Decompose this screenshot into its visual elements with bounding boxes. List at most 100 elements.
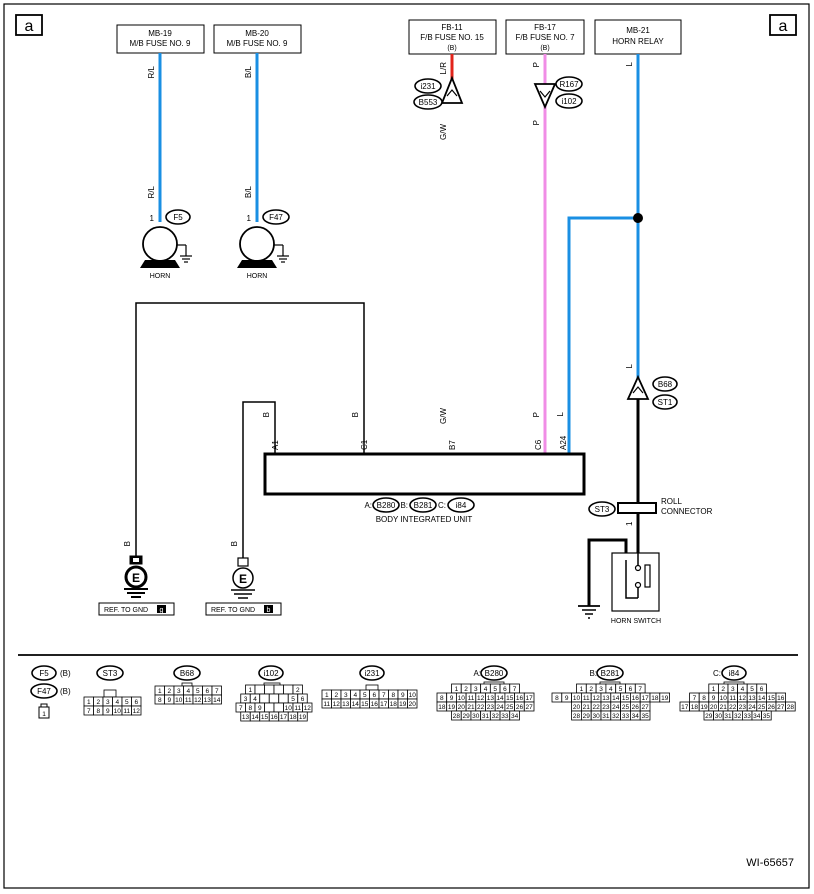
connector-pin-number: 22 xyxy=(477,704,485,711)
connector-oval-i231 xyxy=(414,78,442,94)
connector-pin-number: 12 xyxy=(477,695,485,702)
bcm-label: BODY INTEGRATED UNIT xyxy=(376,515,473,524)
connector-pin-number: 10 xyxy=(175,697,183,704)
connector-pin-number: 10 xyxy=(409,692,417,699)
fuse-box-mb19: MB-19 M/B FUSE NO. 9 xyxy=(116,24,205,54)
connector-pin-number: 20 xyxy=(573,704,581,711)
connector-pin-number: 5 xyxy=(196,688,200,695)
fuse-box-mb20: MB-20 M/B FUSE NO. 9 xyxy=(213,24,302,54)
connector-pin-cell xyxy=(259,693,270,704)
ground-g-badge: g xyxy=(160,607,164,614)
connector-pin-number: 29 xyxy=(705,713,713,720)
connector-pin-number: 16 xyxy=(777,695,785,702)
connector-pin-number: 13 xyxy=(204,697,212,704)
connector-pin-number: 24 xyxy=(612,704,620,711)
connector-pin-number: 31 xyxy=(724,713,732,720)
connector-pin-number: 25 xyxy=(506,704,514,711)
ground-g-text: REF. TO GND xyxy=(104,607,148,614)
connector-pin-number: 16 xyxy=(516,695,524,702)
connector-label-b280: B280 xyxy=(377,501,396,510)
corner-marker-right: a xyxy=(769,14,797,36)
connector-pin-number: 27 xyxy=(777,704,785,711)
fuse-box-mb21: MB-21 HORN RELAY xyxy=(594,19,682,55)
connector-label-st3: ST3 xyxy=(595,505,610,514)
connector-pin-number: 12 xyxy=(592,695,600,702)
connector-pin-number: 7 xyxy=(693,695,697,702)
wire-label-b7: G/W xyxy=(439,408,448,424)
connector-pin-number: 3 xyxy=(106,699,110,706)
connector-pin-cell xyxy=(264,702,275,713)
connector-oval-st1 xyxy=(652,394,678,410)
connector-pin-number: 5 xyxy=(291,696,295,703)
wire-label-fb17-bot: P xyxy=(532,120,541,125)
connector-pin-number: 31 xyxy=(602,713,610,720)
connector-pin-number: 28 xyxy=(453,713,461,720)
connector-label-i102: i102 xyxy=(561,97,577,106)
connector-pin-number: 9 xyxy=(167,697,171,704)
legend-f5-f47: F5 (B) F47 (B) 1 xyxy=(30,665,71,719)
connector-pin-number: 11 xyxy=(294,705,301,712)
svg-text:E: E xyxy=(239,572,247,586)
fuse-box-fb17: FB-17 F/B FUSE NO. 7 (B) xyxy=(505,19,585,55)
connector-pin-number: 4 xyxy=(186,688,190,695)
connector-pin-number: 2 xyxy=(589,686,593,693)
connector-pin-cell xyxy=(297,711,308,722)
horn-1-pin: 1 xyxy=(150,214,155,223)
connector-pin-cell xyxy=(785,701,796,712)
connector-pin-number: 17 xyxy=(681,704,689,711)
wire-label-gnd2: B xyxy=(230,541,239,546)
connector-pin-number: 17 xyxy=(526,695,534,702)
connector-pin-number: 33 xyxy=(501,713,509,720)
connector-pin-number: 10 xyxy=(114,708,122,715)
connector-pin-number: 15 xyxy=(361,701,369,708)
wire-label-mb21-top: L xyxy=(625,61,634,66)
connector-pin-number: 30 xyxy=(472,713,480,720)
svg-text:E: E xyxy=(132,571,140,585)
connector-pin-number: 21 xyxy=(467,704,475,711)
connector-pin-number: 2 xyxy=(296,687,300,694)
fuse-mb19-line2: M/B FUSE NO. 9 xyxy=(130,39,191,48)
wire-label-mb20-top: B/L xyxy=(244,65,253,78)
ground-b-badge: b xyxy=(267,607,271,614)
connector-pin-number: 6 xyxy=(205,688,209,695)
connector-pin-number: 34 xyxy=(511,713,519,720)
fuse-mb19-line1: MB-19 xyxy=(148,29,172,38)
connector-pin-number: 32 xyxy=(734,713,742,720)
connector-pin-number: 13 xyxy=(342,701,350,708)
connector-pin-cell xyxy=(761,710,772,721)
connector-pin-number: 8 xyxy=(96,708,100,715)
body-integrated-unit: A1 C1 B7 C6 A24 A: B280 B: B281 C: i84 B… xyxy=(263,435,586,524)
connector-arrow-b68: B68 ST1 xyxy=(626,374,678,410)
wire-label-mb21-mid: L xyxy=(625,363,634,368)
connector-oval-b68 xyxy=(652,376,678,392)
connector-pin-number: 9 xyxy=(712,695,716,702)
connector-pin-number: 15 xyxy=(261,714,269,721)
connector-pin-number: 16 xyxy=(270,714,278,721)
connector-pin-number: 27 xyxy=(641,704,649,711)
horn-1: 1 F5 HORN xyxy=(140,209,192,280)
fuse-mb20-line2: M/B FUSE NO. 9 xyxy=(227,39,288,48)
connector-pin-number: 8 xyxy=(391,692,395,699)
connector-pin-number: 21 xyxy=(720,704,728,711)
connector-label-b281: B281 xyxy=(414,501,433,510)
connector-pin-cell xyxy=(273,702,284,713)
connector-pin-number: 6 xyxy=(301,696,305,703)
connector-pin-number: 12 xyxy=(739,695,747,702)
connector-pin-number: 3 xyxy=(244,696,248,703)
connector-label-i231: i231 xyxy=(420,82,436,91)
legend-b280-prefix: A: xyxy=(473,669,481,678)
connector-pin-cell xyxy=(264,684,275,695)
bcm-pin-c6: C6 xyxy=(534,439,543,450)
ground-b-text: REF. TO GND xyxy=(211,607,255,614)
connector-pin-cell xyxy=(509,710,520,721)
wire-a1-gnd xyxy=(242,401,276,560)
connector-pin-number: 2 xyxy=(167,688,171,695)
connector-pin-number: 1 xyxy=(325,692,329,699)
connector-pin-number: 9 xyxy=(106,708,110,715)
connector-pin-number: 11 xyxy=(185,697,192,704)
ground-connector-b: E REF. TO GND b xyxy=(205,557,282,616)
connector-pin-number: 6 xyxy=(629,686,633,693)
